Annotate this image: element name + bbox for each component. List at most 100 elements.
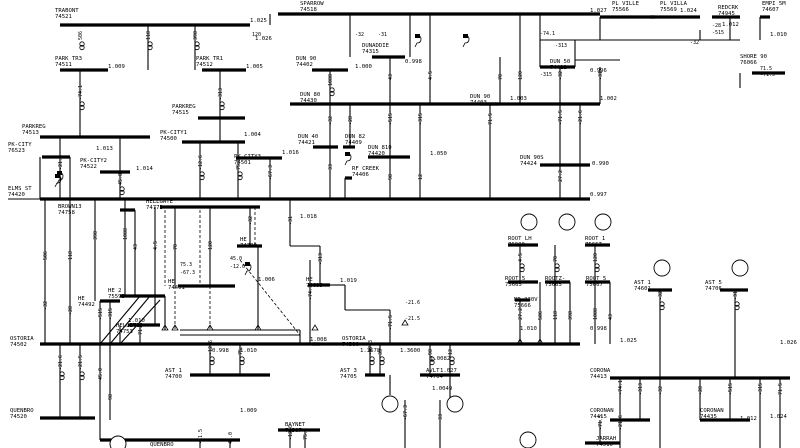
bus-number: 74758: [58, 210, 75, 216]
branch-flow: -12.6: [230, 264, 245, 270]
bus-name: PL VILLA: [660, 1, 688, 7]
section-readout: 1.3678: [360, 348, 381, 354]
transformer-icon: [594, 263, 600, 269]
branch-flow: -21.6: [578, 110, 584, 125]
transformer-icon: [79, 44, 85, 51]
bus-number: 74515: [172, 110, 189, 116]
bus-voltage-pu: 0.996: [590, 68, 607, 74]
branch-flow: -32: [328, 116, 334, 125]
generator-icon: [520, 213, 538, 231]
transformer-icon: [237, 174, 243, 181]
branch-flow: 71.5: [778, 383, 784, 395]
load-arrow-icon: [401, 319, 409, 326]
bus-number: 75566: [612, 7, 629, 13]
branch-flow: -21.5: [198, 429, 204, 444]
feeder-line: [119, 299, 161, 345]
bus-number: 76523: [8, 148, 25, 154]
branch-flow: 71.5: [760, 66, 772, 72]
bus-number: 74601: [634, 286, 651, 292]
branch-flow: -515: [98, 308, 104, 320]
branch-flow: -67.3: [403, 405, 409, 420]
feeder-line: [109, 295, 151, 345]
branch-flow: 120: [593, 253, 599, 262]
branch-flow: -31: [598, 71, 604, 80]
branch-flow: -515: [388, 113, 394, 125]
bus-number: 74492: [78, 302, 95, 308]
branch-flow: 506: [43, 251, 49, 260]
generator-icon: [446, 395, 464, 413]
load-arrow-icon: [161, 324, 169, 331]
branch-flow: 33: [328, 164, 334, 170]
breaker-icon: [415, 34, 420, 38]
bus-name: NR 230V: [514, 297, 538, 303]
section-readout: 1.010: [240, 348, 257, 354]
branch-flow: 71.5: [138, 323, 144, 335]
branch-flow: 71.5: [488, 113, 494, 125]
bus-name: PARK TR3: [55, 56, 82, 62]
branch-flow: 75.3: [238, 343, 244, 355]
generator-icon: [653, 259, 671, 277]
branch-flow: 33: [438, 414, 444, 420]
bus-voltage-pu: 1.026: [255, 36, 272, 42]
bus-number: 74403: [470, 100, 487, 106]
branch-flow: 1088: [328, 74, 334, 86]
bus-voltage-pu: 1.005: [246, 64, 263, 70]
bus-number: 74700: [165, 374, 182, 380]
bus-number: 74945: [718, 11, 735, 17]
transformer-icon: [79, 371, 85, 377]
branch-flow: -315: [540, 72, 552, 78]
breaker-icon: [245, 262, 250, 266]
bus-number: 74753: [116, 329, 133, 335]
devices: [54, 34, 749, 448]
branch-flow: -28: [348, 116, 354, 125]
bus-number: 74705: [340, 374, 357, 380]
bus-number: 76066: [740, 60, 757, 66]
branch-flow: 27.2: [518, 308, 524, 320]
transformer-icon: [554, 266, 560, 273]
branch-flow: -21.5: [78, 355, 84, 370]
bus-number: 74704: [426, 374, 443, 380]
branch-flow: -67.3: [368, 340, 374, 355]
transformer-icon: [79, 374, 85, 381]
transformer-icon: [199, 171, 205, 177]
branch-flow: -21.6: [405, 300, 420, 306]
branch-flow: 43: [608, 314, 614, 320]
branch-flow: 4.5: [518, 253, 524, 262]
branch-flow: -28: [68, 306, 74, 315]
transformer-icon: [239, 356, 245, 362]
transformer-icon: [119, 186, 125, 192]
section-readout: 1.3600: [400, 348, 420, 354]
branch-flow: -12.6: [198, 155, 204, 170]
bus-number: 74413: [590, 374, 607, 380]
bus-number: 74518: [300, 7, 317, 13]
branch-flow: 45.0: [230, 256, 242, 262]
bus-number: 74402: [296, 62, 313, 68]
branch-flow: 118: [553, 311, 559, 320]
transformer-icon: [194, 41, 200, 47]
generator-icon: [558, 213, 576, 231]
transformer-icon: [237, 171, 243, 177]
generator-icon: [519, 431, 537, 448]
section-readout: 0.998: [590, 326, 607, 332]
transformer-icon: [379, 359, 385, 366]
bus-voltage-pu: 1.018: [300, 214, 317, 220]
bus-voltage-pu: 1.008: [310, 337, 327, 343]
branch-flow: -28: [698, 386, 704, 395]
bus-name: ROOT LH: [508, 236, 532, 242]
feeder-line: [99, 295, 141, 345]
branch-flow: 506: [538, 311, 544, 320]
bus-number: 74500: [342, 342, 359, 348]
generator-icon: [381, 395, 399, 413]
bus-number: 76900: [508, 242, 525, 248]
branch-flow: -315: [108, 308, 114, 320]
branch-flow: 70: [553, 256, 559, 262]
branch-flow: -313: [638, 383, 644, 395]
bus-number: 74415: [590, 414, 607, 420]
bus-number: 74520: [10, 414, 27, 420]
branch-flow: 45.0: [118, 173, 124, 185]
bus-name: DUNADDIE: [362, 43, 390, 49]
bus-number: 74412: [550, 65, 567, 71]
bus-name: JARRAH: [596, 436, 616, 442]
branch-flow: 4.5: [153, 241, 159, 250]
transformer-icon: [329, 90, 335, 97]
